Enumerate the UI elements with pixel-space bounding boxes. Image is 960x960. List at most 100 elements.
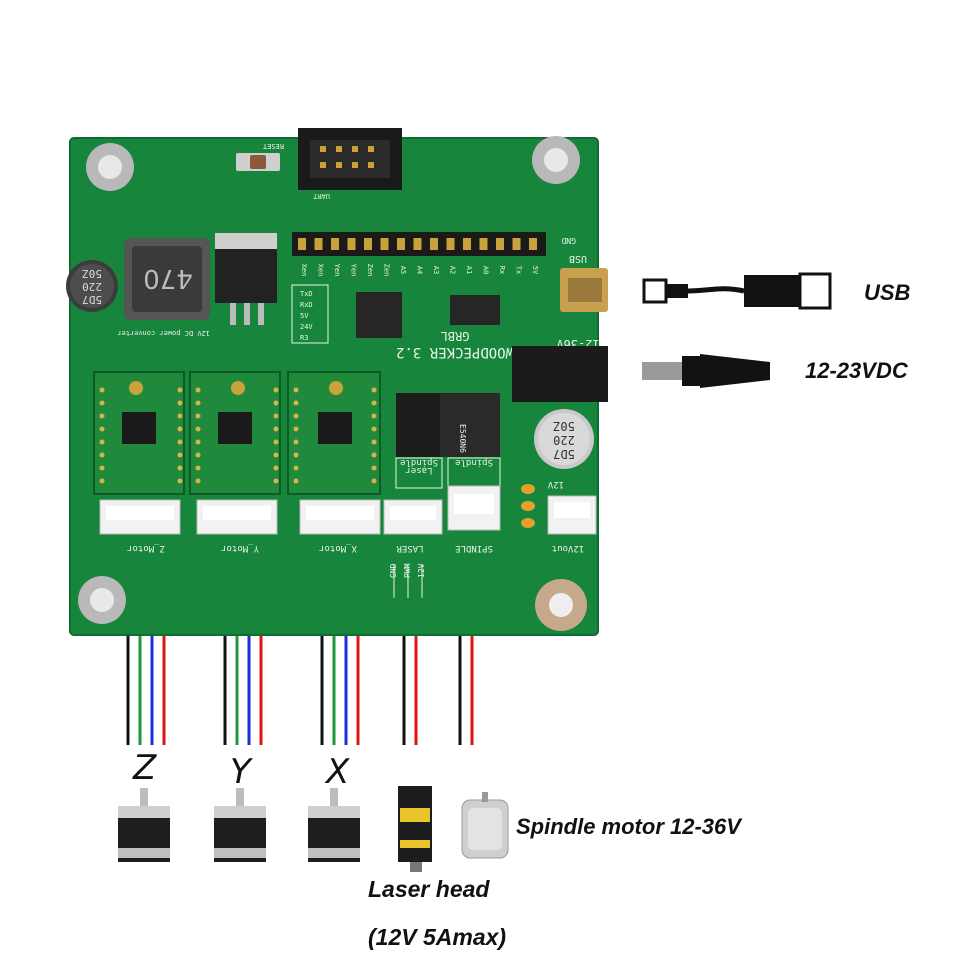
header-pin xyxy=(347,238,356,250)
driver-pin xyxy=(177,387,183,393)
driver-pin xyxy=(99,426,105,432)
dc-power-plug xyxy=(642,354,770,388)
spindle-box-label-2: Spindle xyxy=(400,457,438,467)
stepper-driver-z xyxy=(93,371,185,495)
driver-pin xyxy=(293,387,299,393)
axis-y-label: Y xyxy=(230,752,251,792)
driver-pin xyxy=(273,400,279,406)
connector-laser xyxy=(383,499,443,535)
driver-pin xyxy=(177,478,183,484)
capacitor-left xyxy=(66,260,118,312)
driver-pin xyxy=(195,413,201,419)
pin-header-pins xyxy=(298,238,537,250)
driver-pin xyxy=(99,413,105,419)
mini-usb-port xyxy=(560,268,608,312)
mount-hole-bottom-left xyxy=(78,576,126,624)
mount-hole-bottom-right xyxy=(535,579,587,631)
driver-pin xyxy=(177,426,183,432)
laser-head xyxy=(398,786,432,872)
driver-pin xyxy=(195,478,201,484)
header-pin xyxy=(298,238,306,250)
axis-z-label: Z xyxy=(133,748,157,788)
header-pin xyxy=(397,238,405,250)
header-pin xyxy=(446,238,455,250)
wires-x xyxy=(320,636,360,745)
converter-label: 12V DC power converter xyxy=(117,329,210,337)
header-pin xyxy=(413,238,422,250)
spindle-label: SPINDLE xyxy=(455,543,493,553)
driver-pin xyxy=(273,426,279,432)
driver-pin xyxy=(177,439,183,445)
mount-hole-top-right xyxy=(532,136,580,184)
driver-pin xyxy=(195,465,201,471)
header-pin-label: Zen xyxy=(366,264,374,277)
header-pin-label: Tx xyxy=(515,266,523,274)
mosfet-label: E540N6 xyxy=(458,424,467,453)
header-pin-label: A1 xyxy=(465,266,473,274)
header-pin xyxy=(496,238,504,250)
stepper-motor-z xyxy=(118,788,170,862)
header-pin-label: A3 xyxy=(432,266,440,274)
header-pin-label: Zen xyxy=(383,264,391,277)
header-pin-label: Xen xyxy=(300,264,308,277)
driver-pin xyxy=(195,439,201,445)
driver-pin xyxy=(177,452,183,458)
cap-right-line3: 50Z xyxy=(553,419,575,433)
cap-right-line2: 220 xyxy=(553,433,575,447)
driver-pin xyxy=(99,439,105,445)
driver-pin xyxy=(293,439,299,445)
axis-x-label: X xyxy=(326,752,350,792)
driver-pin xyxy=(99,478,105,484)
cap-left-line3: 50Z xyxy=(82,267,102,280)
usb-cable xyxy=(642,272,832,310)
z-motor-label: Z_Motor xyxy=(126,543,165,553)
stepper-driver-x xyxy=(287,371,381,495)
left-pin-label: RxD xyxy=(300,301,313,309)
12vout-label: 12Vout xyxy=(552,543,585,553)
stepper-motor-x xyxy=(308,788,360,862)
board-subtitle: GRBL xyxy=(441,329,470,343)
left-pin-block xyxy=(291,284,329,344)
header-pin-label: Yen xyxy=(333,264,341,277)
left-pin-label: 24V xyxy=(300,323,313,331)
driver-pin xyxy=(99,400,105,406)
header-pin-label: A2 xyxy=(449,266,457,274)
driver-pin xyxy=(273,478,279,484)
cap-left-line2: 220 xyxy=(82,280,102,293)
v12-box-label: 12V xyxy=(547,479,564,489)
header-pin xyxy=(314,238,323,250)
driver-pin xyxy=(293,426,299,432)
mosfet xyxy=(396,393,500,457)
connector-y-motor xyxy=(196,499,278,535)
power-supply-label: 12-23VDC xyxy=(805,358,908,383)
driver-pin xyxy=(177,400,183,406)
left-pin-label: 5V xyxy=(300,312,309,320)
laser-label: LASER xyxy=(396,543,424,553)
spindle-box-label: Spindle xyxy=(455,457,493,467)
driver-pin xyxy=(273,452,279,458)
spindle-motor xyxy=(461,792,509,859)
driver-pin xyxy=(371,465,377,471)
laser-head-label: Laser head xyxy=(368,876,490,902)
reset-label: RESET xyxy=(262,142,284,150)
connector-z-motor xyxy=(99,499,181,535)
header-pin-label: Rx xyxy=(498,266,506,274)
header-pin xyxy=(463,238,471,250)
laser-head-spec-label: (12V 5Amax) xyxy=(368,924,507,950)
header-pin-label: A4 xyxy=(416,266,424,274)
driver-pin xyxy=(195,426,201,432)
header-pin xyxy=(512,238,521,250)
stepper-motor-y xyxy=(214,788,266,862)
uart-header xyxy=(298,128,402,190)
y-motor-label: Y_Motor xyxy=(220,543,259,553)
header-pin-label: A5 xyxy=(399,266,407,274)
left-pin-label: TxD xyxy=(300,290,313,298)
header-pin xyxy=(364,238,372,250)
driver-pin xyxy=(273,413,279,419)
header-pin xyxy=(430,238,438,250)
driver-pin xyxy=(293,465,299,471)
driver-pin xyxy=(273,465,279,471)
